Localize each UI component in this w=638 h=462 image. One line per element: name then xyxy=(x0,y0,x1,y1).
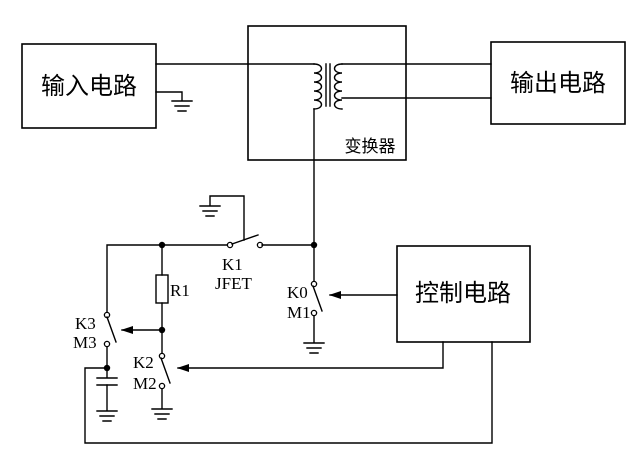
k0-label: K0 xyxy=(287,283,308,302)
ground-symbol-k0 xyxy=(303,342,325,354)
converter-block xyxy=(247,25,407,161)
input-circuit-block xyxy=(21,43,157,129)
k1-gate-ground-wire xyxy=(209,195,245,241)
ground-symbol-k1 xyxy=(199,205,221,217)
k3-label: K3 xyxy=(75,314,96,333)
k3-switch-blade xyxy=(106,316,117,343)
converter-label: 变换器 xyxy=(345,137,396,157)
transformer-symbol xyxy=(313,63,343,110)
m2-label: M2 xyxy=(133,374,157,393)
input-ground-wire xyxy=(155,91,183,101)
input-circuit-label: 输入电路 xyxy=(41,72,137,100)
capacitor-symbol xyxy=(96,377,118,386)
k2-label: K2 xyxy=(133,353,154,372)
k1-contact-left xyxy=(226,241,234,249)
k1-label: K1 xyxy=(222,255,243,274)
m3-label: M3 xyxy=(73,333,97,352)
m1-label: M1 xyxy=(287,303,311,322)
output-circuit-label: 输出电路 xyxy=(510,69,606,97)
k3-supply-wire xyxy=(106,244,163,313)
k2-switch-blade xyxy=(160,357,171,384)
k2-contact-top xyxy=(158,352,166,360)
control-circuit-label: 控制电路 xyxy=(415,279,511,307)
control-to-k2-arrow xyxy=(177,341,444,372)
ground-symbol-capacitor xyxy=(96,410,118,422)
r1-resistor xyxy=(155,274,169,304)
ground-symbol-input xyxy=(171,100,193,112)
k0-switch-blade xyxy=(312,285,323,312)
ground-symbol-k2 xyxy=(151,408,173,420)
jfet-label: JFET xyxy=(215,274,252,293)
k0-contact-top xyxy=(310,280,318,288)
control-circuit-block xyxy=(396,245,531,343)
k0-contact-bottom xyxy=(310,309,318,317)
control-feedback-wire xyxy=(84,341,493,444)
k3-contact-bottom xyxy=(103,340,111,348)
k2-contact-bottom xyxy=(158,382,166,390)
r1-label: R1 xyxy=(170,281,190,300)
output-circuit-block xyxy=(490,41,626,125)
k1-switch-blade xyxy=(231,234,259,245)
